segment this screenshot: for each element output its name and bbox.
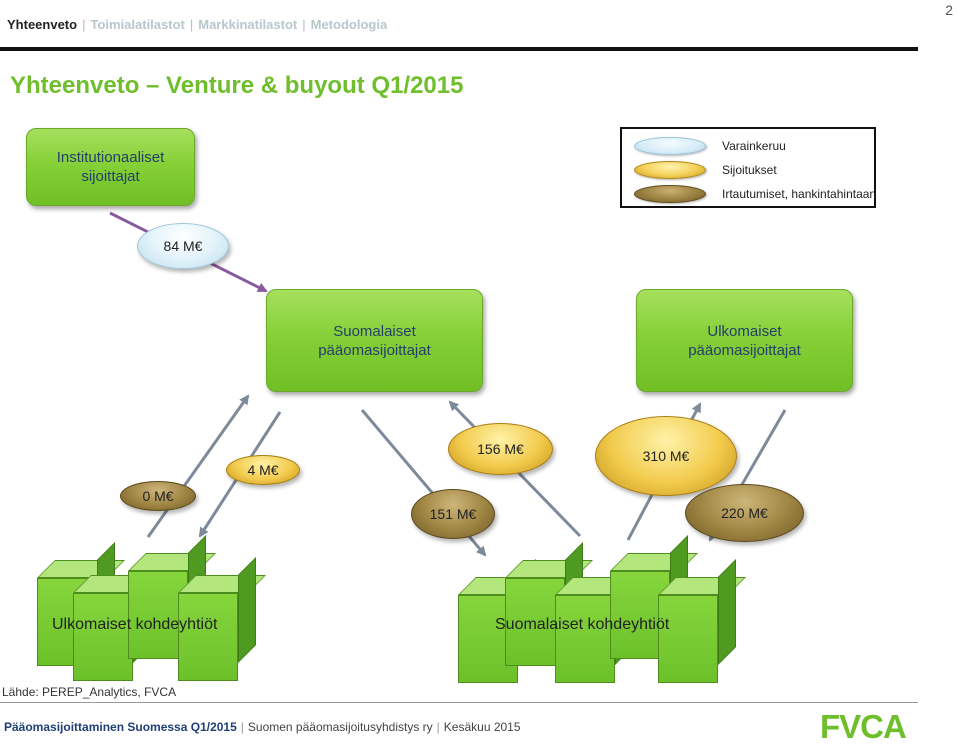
page-title: Yhteenveto – Venture & buyout Q1/2015 [10, 72, 464, 99]
arrow-foreign-targets-to-domestic-pe [146, 394, 250, 538]
nav-item-toimialatilastot[interactable]: Toimialatilastot [90, 17, 185, 32]
fvca-logo: FVCA [820, 708, 907, 745]
cluster-label-foreign-targets: Ulkomaiset kohdeyhtiöt [52, 616, 218, 633]
legend-item-fundraising: Varainkeruu [634, 137, 786, 155]
legend-label: Varainkeruu [722, 139, 786, 153]
company-block [178, 557, 266, 681]
top-navigation: Yhteenveto | Toimialatilastot | Markkinatila… [7, 17, 387, 32]
company-block [555, 559, 643, 683]
box-institutional-investors: Institutionaaliset sijoittajat [26, 128, 195, 206]
footer-org: Suomen pääomasijoitusyhdistys ry [247, 720, 433, 734]
nav-separator: | [82, 17, 86, 32]
bubble-investments-310: 310 M€ [595, 416, 737, 496]
footer-date: Kesäkuu 2015 [443, 720, 521, 734]
box-foreign-pe-investors: Ulkomaiset pääomasijoittajat [636, 289, 853, 392]
header-divider [0, 47, 918, 51]
bubble-exits-151: 151 M€ [411, 489, 495, 539]
bubble-fundraising-84: 84 M€ [137, 223, 229, 269]
legend: Varainkeruu Sijoitukset Irtautumiset, ha… [620, 127, 876, 208]
nav-separator: | [189, 17, 194, 32]
light-blue-ellipse-icon [634, 137, 706, 155]
footer-title: Pääomasijoittaminen Suomessa Q1/2015 [4, 720, 237, 734]
cluster-label-domestic-targets: Suomalaiset kohdeyhtiöt [495, 616, 670, 633]
bubble-investments-4: 4 M€ [226, 455, 300, 485]
legend-item-investments: Sijoitukset [634, 161, 777, 179]
source-note: Lähde: PEREP_Analytics, FVCA [2, 685, 177, 699]
footer: Pääomasijoittaminen Suomessa Q1/2015|Suo… [4, 720, 521, 734]
bubble-exits-220: 220 M€ [685, 484, 804, 542]
footer-separator: | [240, 720, 244, 734]
box-institutional-label: Institutionaaliset sijoittajat [56, 149, 165, 185]
brown-ellipse-icon [634, 185, 706, 203]
box-foreign-pe-label: Ulkomaiset pääomasijoittajat [688, 322, 801, 359]
legend-label: Sijoitukset [722, 163, 777, 177]
bubble-investments-156: 156 M€ [448, 423, 553, 475]
nav-item-yhteenveto[interactable]: Yhteenveto [7, 17, 78, 32]
box-domestic-pe-investors: Suomalaiset pääomasijoittajat [266, 289, 483, 392]
company-block [658, 559, 746, 683]
nav-item-markkinatilastot[interactable]: Markkinatilastot [198, 17, 298, 32]
legend-label: Irtautumiset, hankintahintaan [722, 187, 877, 201]
bubble-exits-0: 0 M€ [120, 481, 196, 511]
page-number: 2 [945, 2, 953, 18]
nav-separator: | [302, 17, 306, 32]
footer-divider [0, 702, 918, 703]
nav-item-metodologia[interactable]: Metodologia [310, 17, 388, 32]
footer-separator: | [436, 720, 440, 734]
box-domestic-pe-label: Suomalaiset pääomasijoittajat [318, 322, 431, 359]
legend-item-exits: Irtautumiset, hankintahintaan [634, 185, 876, 203]
yellow-ellipse-icon [634, 161, 706, 179]
